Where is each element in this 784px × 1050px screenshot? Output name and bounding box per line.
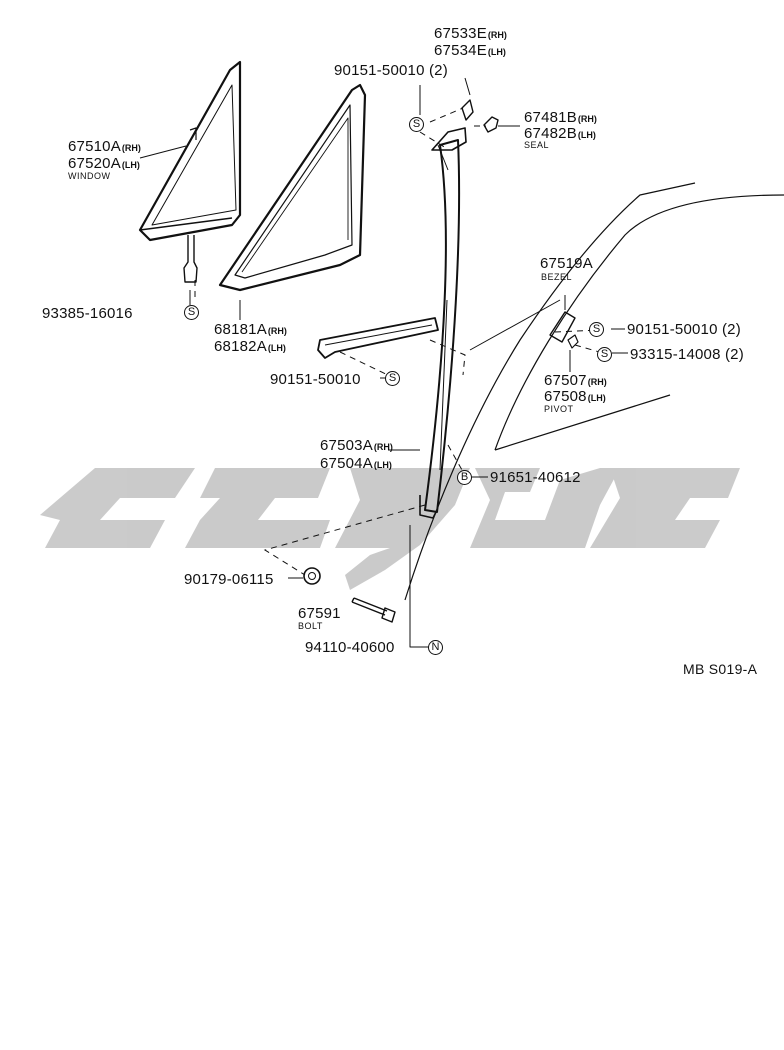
- bezel-67519: [549, 311, 576, 343]
- part-number: 67482B: [524, 125, 577, 142]
- part-number: 67508: [544, 388, 587, 405]
- label-90151-top: 90151-50010 (2): [334, 62, 448, 79]
- label-67503A: 67503A(RH): [320, 438, 393, 454]
- label-90151-right: 90151-50010 (2): [627, 321, 741, 338]
- pivot-67507: [567, 334, 579, 349]
- label-67534E: 67534E(LH): [434, 43, 506, 59]
- label-67507: 67507(RH): [544, 373, 607, 389]
- drawing-lines: [138, 60, 784, 648]
- label-67481B: 67481B(RH): [524, 110, 597, 126]
- clip-67533: [461, 99, 474, 121]
- part-suffix: (LH): [577, 130, 596, 140]
- label-67591: 67591: [298, 605, 341, 622]
- label-68181A: 68181A(RH): [214, 322, 287, 338]
- part-number: 67534E: [434, 42, 487, 59]
- part-suffix: (LH): [121, 160, 140, 170]
- label-67504A: 67504A(LH): [320, 456, 392, 472]
- part-suffix: (RH): [487, 30, 507, 40]
- label-93385: 93385-16016: [42, 305, 133, 322]
- label-93315: 93315-14008 (2): [630, 346, 744, 363]
- label-67520A: 67520A(LH): [68, 156, 140, 172]
- part-suffix: (LH): [487, 47, 506, 57]
- caption-seal: SEAL: [524, 140, 550, 150]
- symbol-b-91651: B: [457, 470, 472, 485]
- part-number: 67507: [544, 372, 587, 389]
- weatherstrip: [218, 83, 367, 292]
- symbol-s-90151-mid: S: [385, 371, 400, 386]
- symbol-s-90151-right: S: [589, 322, 604, 337]
- part-number: 67481B: [524, 109, 577, 126]
- figure-code: MB S019-A: [683, 661, 758, 677]
- part-number: 67504A: [320, 455, 373, 472]
- part-number: 67510A: [68, 138, 121, 155]
- part-number: 67520A: [68, 155, 121, 172]
- watermark-logo: [40, 468, 740, 590]
- label-67508: 67508(LH): [544, 389, 606, 405]
- part-suffix: (RH): [373, 442, 393, 452]
- caption-pivot: PIVOT: [544, 404, 574, 414]
- body-outline-inner: [494, 194, 784, 451]
- label-90151-mid: 90151-50010: [270, 371, 361, 388]
- body-lower: [494, 394, 671, 451]
- body-lower-2: [469, 299, 561, 351]
- division-bar: [424, 139, 461, 513]
- part-suffix: (RH): [267, 326, 287, 336]
- label-90179: 90179-06115: [184, 571, 274, 588]
- body-outline: [404, 182, 696, 601]
- label-91651: 91651-40612: [490, 469, 581, 486]
- quarter-window-glass: [138, 60, 242, 242]
- symbol-s-93315: S: [597, 347, 612, 362]
- lower-channel: [317, 317, 439, 359]
- seal-67481: [483, 116, 499, 133]
- part-suffix: (RH): [577, 114, 597, 124]
- label-67519A: 67519A: [540, 255, 593, 272]
- window-bracket: [183, 235, 198, 283]
- label-68182A: 68182A(LH): [214, 339, 286, 355]
- part-number: 68182A: [214, 338, 267, 355]
- label-67510A: 67510A(RH): [68, 139, 141, 155]
- bolt-67591: [351, 597, 388, 616]
- part-suffix: (RH): [587, 377, 607, 387]
- part-number: 67533E: [434, 25, 487, 42]
- symbol-s-top: S: [409, 117, 424, 132]
- label-67482B: 67482B(LH): [524, 126, 596, 142]
- nut-90179: [303, 567, 321, 585]
- part-suffix: (LH): [373, 460, 392, 470]
- part-number: 68181A: [214, 321, 267, 338]
- symbol-n-94110: N: [428, 640, 443, 655]
- part-suffix: (LH): [587, 393, 606, 403]
- caption-window: WINDOW: [68, 171, 111, 181]
- part-suffix: (LH): [267, 343, 286, 353]
- part-number: 67503A: [320, 437, 373, 454]
- part-suffix: (RH): [121, 143, 141, 153]
- caption-bezel: BEZEL: [541, 272, 573, 282]
- label-67533E: 67533E(RH): [434, 26, 507, 42]
- symbol-s-93385: S: [184, 305, 199, 320]
- label-94110: 94110-40600: [305, 639, 395, 656]
- caption-bolt: BOLT: [298, 621, 323, 631]
